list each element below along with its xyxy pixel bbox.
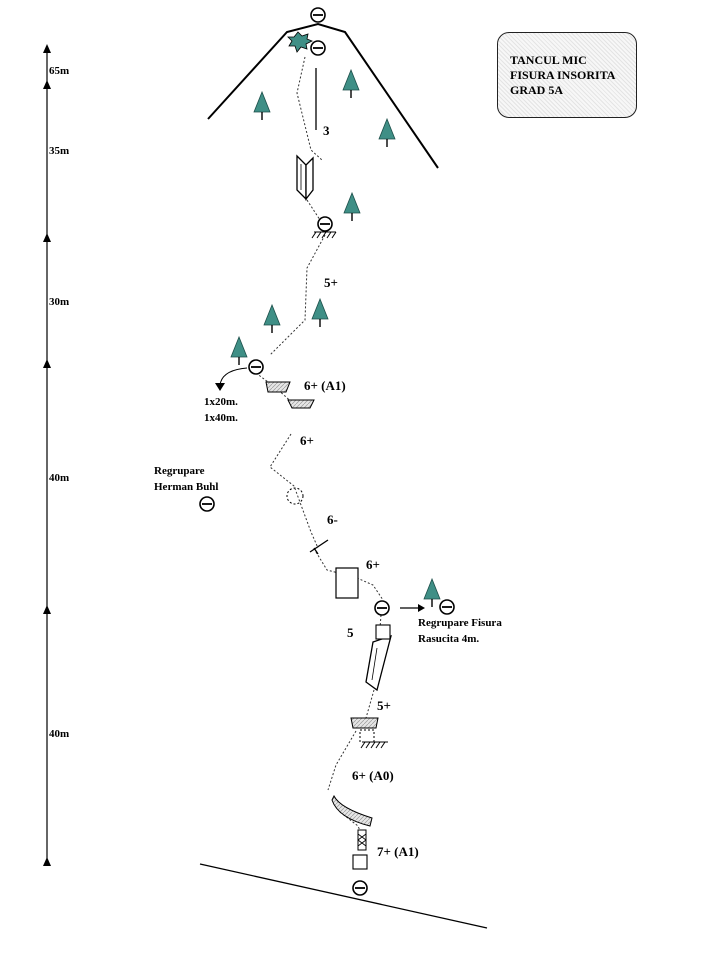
route-subname: FISURA INSORITA: [510, 68, 616, 82]
belay-ledge-upper-icon: [311, 231, 337, 239]
anchor-icon: [199, 496, 215, 512]
roof-3-icon: [350, 717, 379, 729]
upper-dihedral-icon: [296, 154, 314, 201]
small-block-icon: [375, 624, 391, 640]
belay-herman-line1: Regrupare: [154, 465, 205, 477]
roof-2-icon: [287, 399, 315, 409]
summit-burst-icon: [287, 31, 313, 53]
anchor-icon: [248, 359, 264, 375]
grade-7plus-a1: 7+ (A1): [377, 844, 419, 859]
grade-5plus-upper: 5+: [324, 275, 338, 290]
length-scale: 65m 35m 30m 40m 40m: [43, 44, 69, 866]
grade-3: 3: [323, 123, 330, 138]
route-title-box: TANCUL MIC FISURA INSORITA GRAD 5A: [497, 32, 637, 118]
ground-line: [199, 863, 488, 929]
anchor-icon: [439, 599, 455, 615]
rappel-note-line1: 1x20m.: [204, 396, 238, 408]
grade-6minus: 6-: [327, 512, 338, 527]
grade-5plus-lower: 5+: [377, 698, 391, 713]
slab-icon: [331, 794, 373, 827]
length-label-65m: 65m: [49, 65, 69, 77]
anchor-icon: [310, 7, 326, 23]
tree-icon: [230, 336, 248, 366]
route-grade: GRAD 5A: [510, 83, 563, 97]
belay-herman-line2: Herman Buhl: [154, 481, 218, 493]
block-icon: [335, 567, 359, 599]
length-label-40m-lower: 40m: [49, 728, 69, 740]
tree-icon: [342, 69, 360, 99]
length-label-30m: 30m: [49, 296, 69, 308]
tree-icon: [343, 192, 361, 222]
belay-ledge-lower-icon: [360, 741, 388, 749]
grade-5: 5: [347, 625, 354, 640]
grade-6plus-a0: 6+ (A0): [352, 768, 394, 783]
length-label-35m: 35m: [49, 145, 69, 157]
tree-icon: [311, 298, 329, 328]
grade-6plus-a: 6+: [300, 433, 314, 448]
tree-icon: [378, 118, 396, 148]
belay-fisura-line2: Rasucita 4m.: [418, 633, 479, 645]
belay-anchors: [199, 7, 455, 896]
belay-arrow-icon: [400, 604, 425, 612]
grade-6plus-b: 6+: [366, 557, 380, 572]
grade-6plus-a1: 6+ (A1): [304, 378, 346, 393]
belay-fisura-line1: Regrupare Fisura: [418, 617, 502, 629]
lower-dihedral-icon: [365, 635, 392, 692]
roof-1-icon: [265, 381, 291, 393]
tree-icon: [263, 304, 281, 334]
summit-ridge: [207, 22, 439, 169]
piton-icon: [309, 539, 329, 555]
anchor-icon: [374, 600, 390, 616]
crack-knot-icon: [357, 829, 367, 851]
anchor-icon: [352, 880, 368, 896]
anchor-icon: [317, 216, 333, 232]
route-name: TANCUL MIC: [510, 53, 587, 67]
rappel-arrow-icon: [215, 367, 248, 391]
route-line: [255, 56, 384, 885]
tree-icon: [423, 578, 441, 608]
dashed-belay-icon: [286, 487, 304, 505]
rappel-note-line2: 1x40m.: [204, 412, 238, 424]
start-block-icon: [352, 854, 368, 870]
tree-icon: [253, 91, 271, 121]
dashed-block-icon: [359, 729, 375, 743]
anchor-icon: [310, 40, 326, 56]
length-label-40m-upper: 40m: [49, 472, 69, 484]
